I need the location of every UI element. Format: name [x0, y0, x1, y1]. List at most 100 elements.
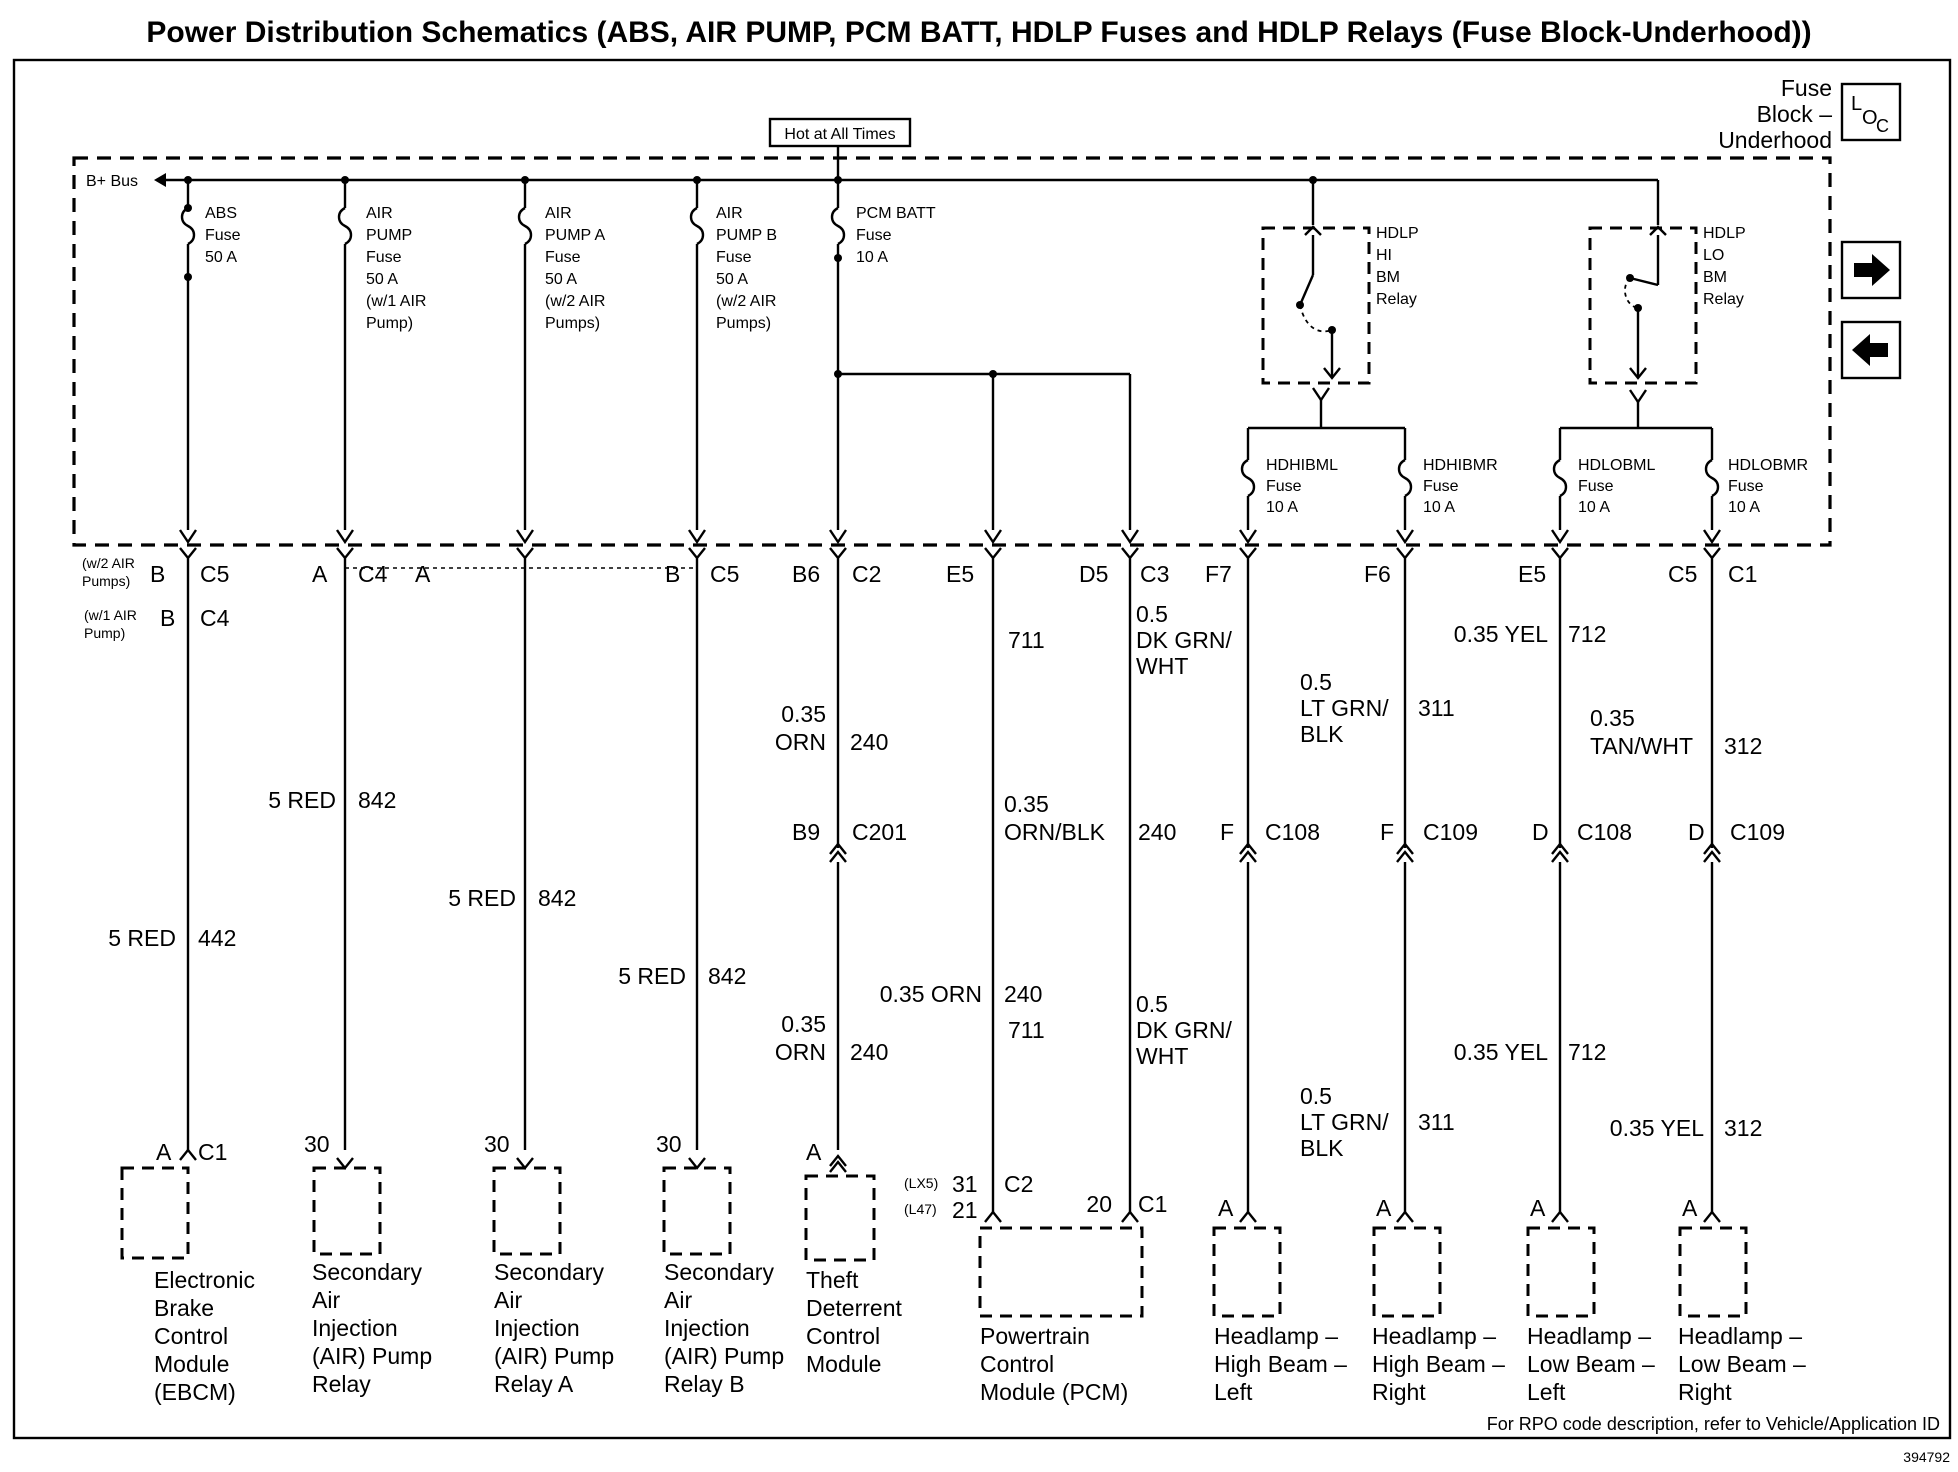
svg-text:311: 311	[1418, 695, 1455, 721]
svg-text:B: B	[150, 561, 165, 587]
svg-text:C109: C109	[1730, 819, 1785, 845]
air-pump-relay-b-component	[662, 1157, 732, 1256]
svg-text:30: 30	[484, 1131, 510, 1157]
fuse-block-connector-terminals	[179, 547, 1721, 566]
svg-text:C5: C5	[1668, 561, 1697, 587]
svg-text:A: A	[806, 1139, 822, 1165]
svg-text:A: A	[1682, 1195, 1698, 1221]
svg-text:WHT: WHT	[1136, 1043, 1188, 1069]
svg-text:A: A	[415, 561, 431, 587]
svg-text:A: A	[1218, 1195, 1234, 1221]
hdlp-lo-beam-relay	[1558, 180, 1714, 460]
svg-text:C201: C201	[852, 819, 907, 845]
svg-text:5 RED: 5 RED	[108, 925, 176, 951]
svg-text:0.5: 0.5	[1300, 1083, 1332, 1109]
svg-text:5 RED: 5 RED	[448, 885, 516, 911]
headlamp-low-beam-left-label: Headlamp –Low Beam –Left	[1527, 1323, 1655, 1405]
svg-text:F7: F7	[1205, 561, 1232, 587]
svg-text:0.35 YEL: 0.35 YEL	[1610, 1115, 1704, 1141]
svg-text:0.35 YEL: 0.35 YEL	[1454, 1039, 1548, 1065]
air-pump-relay-component	[312, 1157, 382, 1256]
next-page-button[interactable]	[1840, 240, 1902, 300]
svg-text:30: 30	[656, 1131, 682, 1157]
svg-text:A: A	[1376, 1195, 1392, 1221]
hdlobmr-fuse	[1703, 458, 1721, 545]
svg-text:B: B	[160, 605, 175, 631]
svg-text:Pump): Pump)	[84, 625, 125, 641]
svg-text:C2: C2	[1004, 1171, 1033, 1197]
wire-runs	[186, 566, 1714, 1214]
svg-text:240: 240	[850, 1039, 888, 1065]
rpo-footer-note: For RPO code description, refer to Vehic…	[1487, 1414, 1940, 1434]
svg-text:842: 842	[358, 787, 396, 813]
abs-fuse	[179, 176, 197, 545]
svg-text:A: A	[1530, 1195, 1546, 1221]
svg-text:5 RED: 5 RED	[268, 787, 336, 813]
svg-text:ORN/BLK: ORN/BLK	[1004, 819, 1106, 845]
component-location-icon[interactable]: L O C	[1840, 82, 1902, 142]
svg-text:0.35: 0.35	[1004, 791, 1049, 817]
svg-text:(w/2 AIR: (w/2 AIR	[82, 555, 135, 571]
air-pump-relay-a-component	[492, 1157, 562, 1256]
arrow-left-icon	[1852, 334, 1888, 366]
svg-text:C2: C2	[852, 561, 881, 587]
b-plus-bus-label: B+ Bus	[86, 173, 138, 190]
svg-text:(w/1 AIR: (w/1 AIR	[84, 607, 137, 623]
headlamp-low-beam-left-component	[1526, 1210, 1596, 1318]
svg-text:C109: C109	[1423, 819, 1478, 845]
svg-text:(L47): (L47)	[904, 1201, 937, 1217]
svg-text:240: 240	[1004, 981, 1042, 1007]
headlamp-high-beam-left-label: Headlamp –High Beam –Left	[1214, 1323, 1347, 1405]
svg-text:0.35 YEL: 0.35 YEL	[1454, 621, 1548, 647]
svg-text:A: A	[156, 1139, 172, 1165]
air-pump-fuse	[336, 176, 354, 545]
svg-text:C1: C1	[198, 1139, 227, 1165]
svg-text:TAN/WHT: TAN/WHT	[1590, 733, 1693, 759]
svg-text:D: D	[1532, 819, 1549, 845]
svg-text:712: 712	[1568, 621, 1606, 647]
svg-text:Underhood: Underhood	[1718, 127, 1832, 153]
svg-text:31: 31	[952, 1171, 978, 1197]
svg-text:F: F	[1220, 819, 1234, 845]
svg-text:O: O	[1862, 107, 1878, 129]
svg-text:442: 442	[198, 925, 236, 951]
svg-text:WHT: WHT	[1136, 653, 1188, 679]
inline-connector-labels: B9 C201 F C108 F C109 D C108 D C109	[792, 819, 1785, 845]
svg-text:A: A	[312, 561, 328, 587]
figure-id: 394792	[1903, 1449, 1950, 1465]
svg-text:(LX5): (LX5)	[904, 1175, 938, 1191]
svg-text:DK GRN/: DK GRN/	[1136, 627, 1232, 653]
previous-page-button[interactable]	[1840, 320, 1902, 380]
hdhibml-fuse	[1239, 458, 1257, 545]
air-pump-a-fuse	[516, 176, 534, 545]
svg-text:0.5: 0.5	[1136, 991, 1168, 1017]
svg-text:ORN: ORN	[775, 1039, 826, 1065]
diagram-frame	[12, 58, 1952, 1440]
svg-text:F: F	[1380, 819, 1394, 845]
svg-text:0.5: 0.5	[1300, 669, 1332, 695]
svg-text:842: 842	[708, 963, 746, 989]
svg-text:0.35: 0.35	[1590, 705, 1635, 731]
air-pump-b-fuse	[688, 176, 706, 545]
svg-text:240: 240	[1138, 819, 1176, 845]
component-pin-labels: A C1 30 30 30 A (LX5) 31 C2 (L47) 21 20 …	[156, 1131, 1698, 1223]
svg-text:0.5: 0.5	[1136, 601, 1168, 627]
svg-text:5 RED: 5 RED	[618, 963, 686, 989]
svg-text:DK GRN/: DK GRN/	[1136, 1017, 1232, 1043]
svg-text:Pumps): Pumps)	[82, 573, 130, 589]
svg-text:B: B	[665, 561, 680, 587]
headlamp-high-beam-right-component	[1372, 1210, 1442, 1318]
